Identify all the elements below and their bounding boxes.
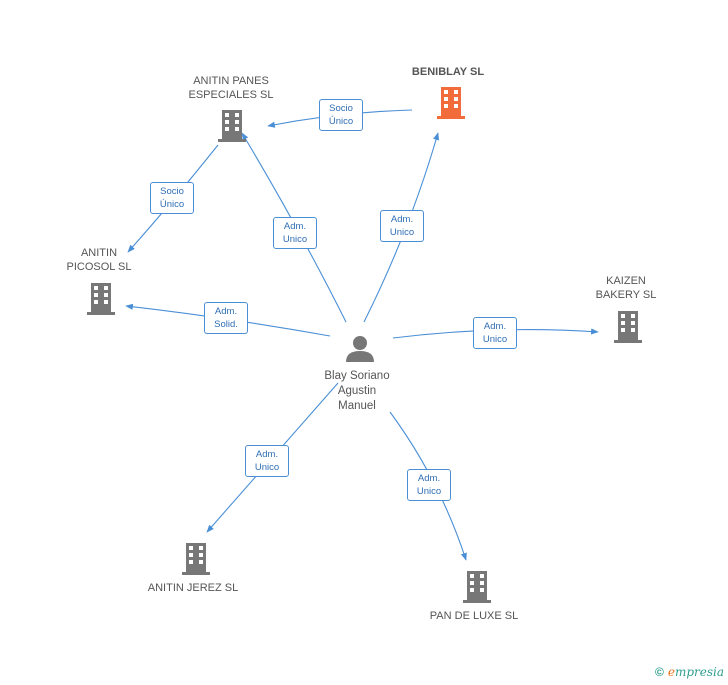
company-label-beniblay[interactable]: BENIBLAY SL [411, 66, 485, 78]
building-icon-anitin-panes [218, 110, 246, 142]
relation-box-socio-unico-panes: Socio Único [150, 182, 194, 214]
company-label-kaizen[interactable]: KAIZEN BAKERY SL [595, 275, 657, 301]
company-label-anitin-panes[interactable]: ANITIN PANES ESPECIALES SL [188, 75, 274, 101]
building-icon-pan-de-luxe [463, 571, 491, 603]
relation-box-adm-unico-panes: Adm. Unico [273, 217, 317, 249]
company-label-anitin-picosol[interactable]: ANITIN PICOSOL SL [66, 247, 132, 273]
footer-brand: ©empresia [655, 665, 724, 679]
relation-box-adm-unico-pan-de-luxe: Adm. Unico [407, 469, 451, 501]
person-name-label[interactable]: Blay Soriano Agustin Manuel [324, 370, 390, 412]
relation-box-socio-unico-beniblay: Socio Único [319, 99, 363, 131]
relation-box-adm-solid-picosol: Adm. Solid. [204, 302, 248, 334]
relation-box-adm-unico-jerez: Adm. Unico [245, 445, 289, 477]
relation-box-adm-unico-beniblay: Adm. Unico [380, 210, 424, 242]
building-icon-anitin-picosol [87, 283, 115, 315]
copyright-icon: © [654, 665, 664, 679]
building-icon-beniblay [437, 87, 465, 119]
brand-logo: empresia [667, 665, 724, 679]
person-icon [346, 336, 374, 362]
company-label-pan-de-luxe[interactable]: PAN DE LUXE SL [429, 610, 519, 622]
building-icon-kaizen [614, 311, 642, 343]
company-label-anitin-jerez[interactable]: ANITIN JEREZ SL [147, 582, 239, 594]
building-icon-anitin-jerez [182, 543, 210, 575]
relation-box-adm-unico-kaizen: Adm. Unico [473, 317, 517, 349]
